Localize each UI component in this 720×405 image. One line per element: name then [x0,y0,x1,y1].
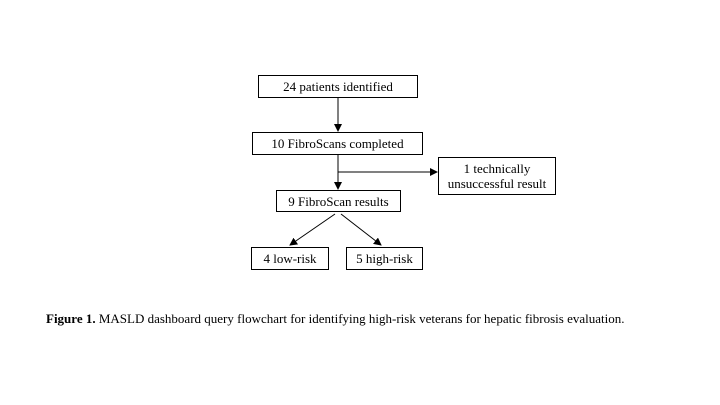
node-fibroscan-results: 9 FibroScan results [276,190,401,212]
caption-text: MASLD dashboard query flowchart for iden… [95,311,625,326]
node-label-line-1: 1 technically [463,161,531,176]
node-fibroscans-completed: 10 FibroScans completed [252,132,423,155]
node-label: 24 patients identified [283,79,393,94]
node-label: 10 FibroScans completed [271,136,404,151]
caption-label: Figure 1. [46,311,96,326]
node-patients-identified: 24 patients identified [258,75,418,98]
figure-caption: Figure 1. MASLD dashboard query flowchar… [46,311,686,327]
edge-results-to-low-risk [289,213,336,246]
node-label: 4 low-risk [263,251,317,266]
node-low-risk: 4 low-risk [251,247,329,270]
node-label: 5 high-risk [356,251,413,266]
node-unsuccessful-result: 1 technically unsuccessful result [438,157,556,195]
edge-results-to-high-risk [340,213,382,246]
node-label: 9 FibroScan results [288,193,389,209]
node-high-risk: 5 high-risk [346,247,423,270]
node-label-line-2: unsuccessful result [447,176,547,191]
